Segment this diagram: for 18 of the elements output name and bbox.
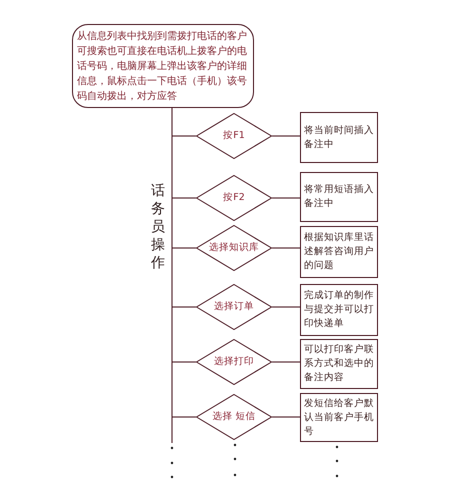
decision-diamond: 选择订单 [196, 284, 272, 330]
process-box: 将常用短语插入备注中 [300, 172, 378, 222]
connector-line [172, 306, 196, 308]
actor-label: 话务员操作 [151, 182, 166, 272]
decision-diamond: 选择知识库 [196, 225, 272, 271]
process-box: 完成订单的制作与提交并可以打印快递单 [300, 284, 378, 336]
connector-line [272, 416, 300, 418]
process-box: 发短信给客户默认当前客户手机号 [300, 393, 378, 442]
connector-line [172, 416, 196, 418]
decision-diamond: 选择 短信 [196, 394, 272, 440]
process-box: 根据知识库里话述解答咨询用户的问题 [300, 226, 378, 278]
rounded-box: 从信息列表中找别到需拨打电话的客户可搜索也可直接在电话机上拨客户的电话号码，电脑屏幕上弹出该客户的详细信息，鼠标点击一下电话（手机）该号码自动拨出，对方应答 [72, 24, 254, 108]
decision-diamond: 按F1 [196, 113, 272, 159]
connector-line [272, 306, 300, 308]
process-box: 可以打印客户联系方式和选中的备注内容 [300, 339, 378, 389]
decision-diamond: 按F2 [196, 175, 272, 221]
decision-diamond: 选择打印 [196, 339, 272, 385]
process-box: 将当前时间插入备注中 [300, 112, 378, 163]
